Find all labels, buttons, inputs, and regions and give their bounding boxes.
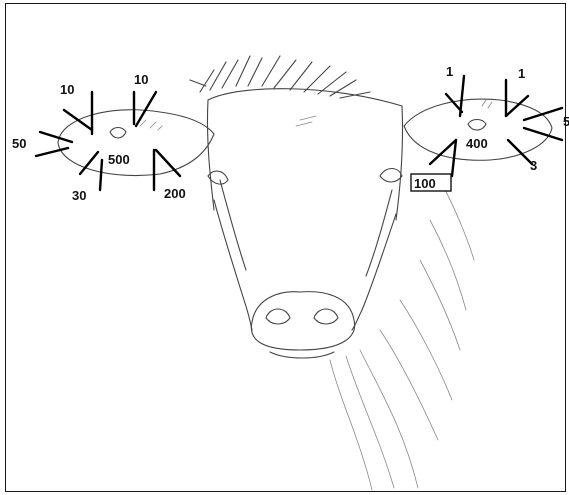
right-label-1b: 1 <box>518 66 525 81</box>
left-ear <box>58 110 214 176</box>
left-label-500: 500 <box>108 152 130 167</box>
left-label-50: 50 <box>12 136 26 151</box>
left-ear-notch-marks <box>36 92 180 190</box>
right-ear-tag-hole <box>468 120 486 131</box>
right-label-3: 3 <box>530 158 537 173</box>
left-label-200: 200 <box>164 186 186 201</box>
left-label-30: 30 <box>72 188 86 203</box>
right-label-100: 100 <box>414 176 436 191</box>
cow-head-sketch <box>190 56 474 490</box>
left-label-10a: 10 <box>60 82 74 97</box>
right-label-5: 5 <box>563 114 569 129</box>
right-ear-notch-marks <box>430 76 562 176</box>
left-ear-labels: 10 10 50 500 30 200 <box>12 72 186 203</box>
right-ear-labels: 1 1 5 400 3 100 <box>414 64 569 191</box>
left-ear-tag-hole <box>110 128 126 139</box>
right-label-1a: 1 <box>446 64 453 79</box>
right-label-400: 400 <box>466 136 488 151</box>
left-label-10b: 10 <box>134 72 148 87</box>
